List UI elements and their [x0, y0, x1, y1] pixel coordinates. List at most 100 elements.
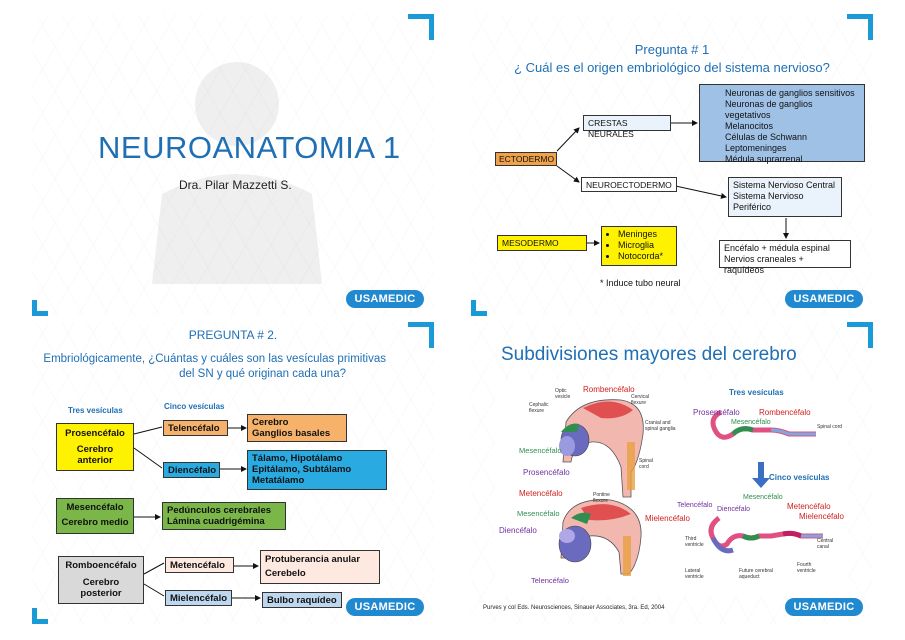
usamedic-logo: USAMEDIC — [346, 290, 424, 308]
small-label: Lateral ventricle — [685, 568, 704, 580]
list-item: Notocorda* — [618, 251, 672, 262]
small-label: Optic vesicle — [555, 388, 571, 400]
doctor-watermark-icon — [152, 62, 322, 284]
label-telencefalo-2: Telencéfalo — [677, 502, 713, 509]
label-prosencefalo-1: Prosencéfalo — [523, 468, 570, 477]
slide-2: Pregunta # 1 ¿ Cuál es el origen embriol… — [471, 14, 873, 316]
label-mesencefalo-3: Mesencéfalo — [731, 419, 771, 426]
corner-decoration — [408, 14, 434, 40]
corner-decoration — [471, 300, 487, 316]
usamedic-logo: USAMEDIC — [785, 598, 863, 616]
metencefalo-box: Metencéfalo — [165, 557, 234, 573]
tres-vesiculas-label: Tres vesículas — [68, 406, 123, 415]
corner-decoration — [32, 300, 48, 316]
list-item: Sistema Nervioso — [733, 191, 804, 201]
slide-3: PREGUNTA # 2. Embriológicamente, ¿Cuánta… — [32, 322, 434, 624]
list-item: Tálamo, Hipotálamo — [252, 453, 343, 464]
diencefalo-output-box: Tálamo, Hipotálamo Epitálamo, Subtálamo … — [247, 450, 387, 490]
slide-1: NEUROANATOMIA 1 Dra. Pilar Mazzetti S. U… — [32, 14, 434, 316]
telencefalo-output-box: Cerebro Ganglios basales — [247, 414, 347, 442]
tres-vesiculas-label: Tres vesículas — [729, 388, 784, 397]
metencefalo-output-box: Protuberancia anular Cerebelo — [260, 550, 380, 584]
list-item: Cerebelo — [265, 568, 306, 579]
list-item: Neuronas de ganglios vegetativos — [725, 99, 813, 120]
small-label: Pontine flexure — [593, 492, 610, 504]
list-item: Sistema Nervioso Central — [733, 180, 836, 190]
small-label: Future cerebral aqueduct — [739, 568, 773, 580]
small-label: Cephalic flexure — [529, 402, 549, 414]
small-label: Cranial and spinal ganglia — [645, 420, 676, 432]
list-item: Encéfalo + médula espinal — [724, 243, 830, 253]
crestas-derivatives-box: Neuronas de ganglios sensitivos Neuronas… — [699, 84, 865, 164]
cinco-vesiculas-label: Cinco vesículas — [769, 473, 830, 482]
list-item: Melanocitos — [725, 121, 774, 131]
question-text-line2: del SN y qué originan cada una? — [179, 368, 346, 380]
diencefalo-box: Diencéfalo — [163, 462, 220, 478]
question-number: Pregunta # 1 — [634, 42, 710, 57]
author: Dra. Pilar Mazzetti S. — [179, 178, 292, 192]
list-item: Leptomeninges — [725, 143, 787, 153]
mesencefalo-output-box: Pedúnculos cerebrales Lámina cuadrigémin… — [162, 502, 286, 530]
list-item: Nervios craneales + raquídeos — [724, 254, 804, 275]
list-item: Metatálamo — [252, 475, 305, 486]
cinco-vesiculas-label: Cinco vesículas — [164, 402, 225, 411]
neuroectodermo-box: NEUROECTODERMO — [581, 177, 677, 192]
diagram-arrows — [556, 120, 789, 246]
small-label: Spinal cord — [639, 458, 653, 470]
mielencefalo-box: Mielencéfalo — [165, 590, 232, 606]
label-telencefalo-1: Telencéfalo — [531, 576, 569, 585]
footnote: * Induce tubo neural — [600, 278, 681, 288]
list-item: Epitálamo, Subtálamo — [252, 464, 352, 475]
ectodermo-box: ECTODERMO — [495, 152, 557, 166]
list-item: Lámina cuadrigémina — [167, 516, 265, 527]
citation: Purves y col Eds. Neurosciences, Sinauer… — [483, 605, 665, 611]
list-item: Protuberancia anular — [265, 554, 361, 565]
label-rombencefalo-1: Rombencéfalo — [583, 385, 635, 394]
label-diencefalo-2: Diencéfalo — [717, 506, 751, 513]
question-text-line1: Embriológicamente, ¿Cuántas y cuáles son… — [43, 353, 386, 365]
small-label: Spinal cord — [817, 424, 843, 430]
list-item: Células de Schwann — [725, 132, 808, 142]
box-label: Mesencéfalo — [66, 502, 124, 513]
label-prosencefalo-2: Prosencéfalo — [693, 408, 740, 417]
corner-decoration — [847, 322, 873, 348]
corner-decoration — [847, 14, 873, 40]
mesodermo-derivatives-box: Meninges Microglia Notocorda* — [601, 226, 677, 266]
corner-decoration — [32, 608, 48, 624]
slide-title: Subdivisiones mayores del cerebro — [501, 344, 797, 365]
telencefalo-box: Telencéfalo — [163, 420, 228, 436]
mesencefalo-box: Mesencéfalo Cerebro medio — [56, 498, 134, 534]
small-label: Third ventricle — [685, 536, 704, 548]
corner-decoration — [408, 322, 434, 348]
slide-4: Subdivisiones mayores del cerebro Tres v… — [471, 322, 873, 624]
label-mesencefalo-1: Mesencéfalo — [519, 446, 562, 455]
small-label: Fourth ventricle — [797, 562, 816, 574]
label-mielencefalo-2: Mielencéfalo — [799, 512, 844, 521]
question-number: PREGUNTA # 2. — [188, 328, 278, 342]
embryo-figure-panel — [495, 380, 847, 596]
sistema-nervioso-box: Sistema Nervioso Central Sistema Nervios… — [728, 177, 842, 217]
list-item: Cerebro — [252, 417, 289, 428]
list-item: Ganglios basales — [252, 428, 331, 439]
list-item: Pedúnculos cerebrales — [167, 505, 272, 516]
label-mesencefalo-4: Mesencéfalo — [743, 494, 783, 501]
list-item: Neuronas de ganglios sensitivos — [725, 88, 855, 98]
slide-title: NEUROANATOMIA 1 — [98, 130, 401, 165]
encefalo-box: Encéfalo + médula espinal Nervios cranea… — [719, 240, 851, 275]
box-label: Romboencéfalo — [65, 560, 137, 571]
small-label: Central canal — [817, 538, 834, 550]
list-item: Microglia — [618, 240, 672, 251]
label-metencefalo-2: Metencéfalo — [787, 502, 831, 511]
list-item: Médula suprarrenal — [725, 154, 803, 164]
small-label: Cervical flexure — [631, 394, 650, 406]
mesodermo-box: MESODERMO — [497, 235, 587, 251]
label-mesencefalo-2: Mesencéfalo — [517, 509, 560, 518]
list-item: Meninges — [618, 229, 672, 240]
question-text: ¿ Cuál es el origen embriológico del sis… — [514, 60, 830, 75]
box-sublabel: Cerebro medio — [61, 517, 129, 528]
diagram-arrows — [133, 425, 261, 601]
usamedic-logo: USAMEDIC — [346, 598, 424, 616]
list-item: Periférico — [733, 202, 772, 212]
label-metencefalo-1: Metencéfalo — [519, 489, 563, 498]
prosencefalo-box: Prosencéfalo Cerebro anterior — [56, 423, 134, 471]
